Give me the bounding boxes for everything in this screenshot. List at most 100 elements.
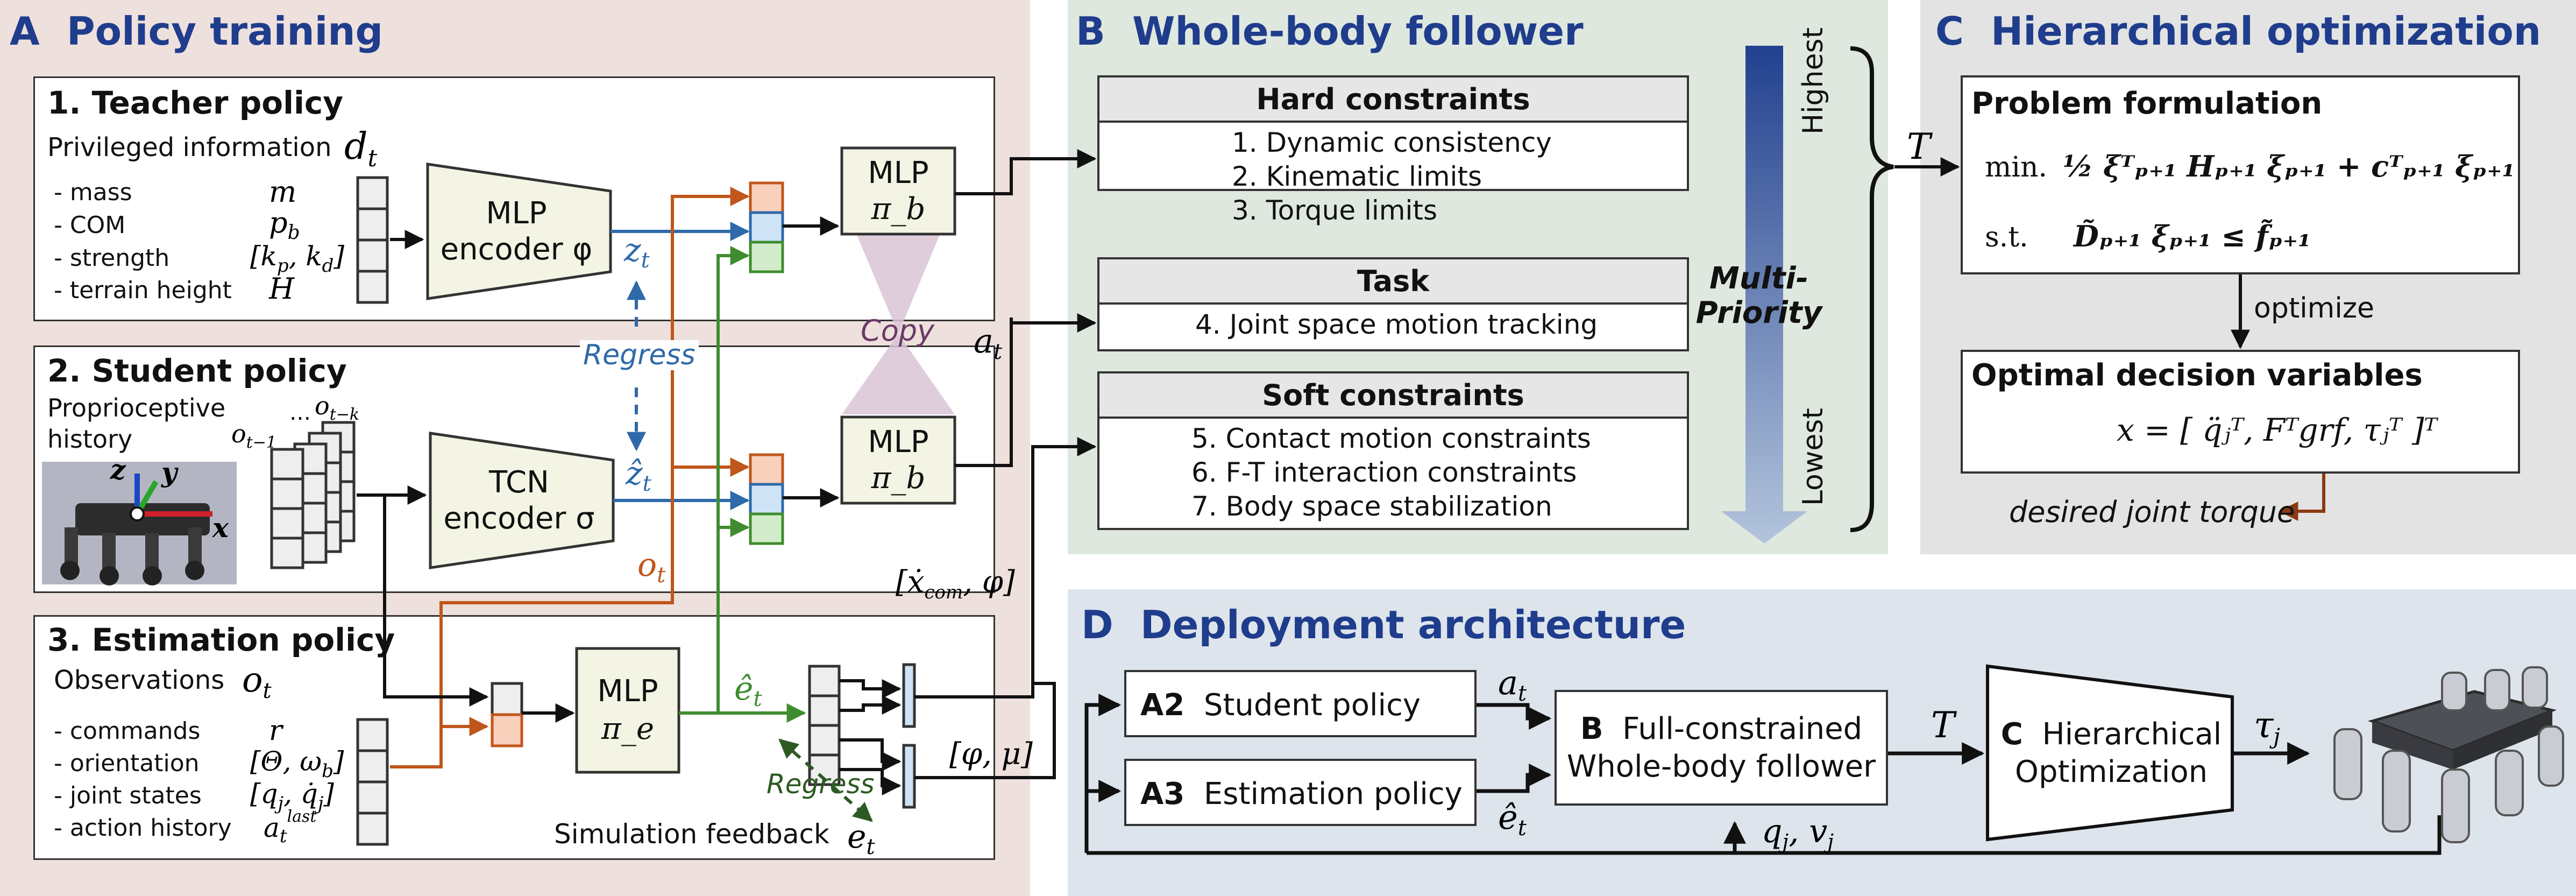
- privileged-info-vector: [356, 176, 389, 304]
- section-d-title: D Deployment architecture: [1081, 602, 1686, 647]
- optimize-label: optimize: [2254, 292, 2375, 324]
- d-feedback: qj, vj: [1762, 813, 1834, 853]
- hard-item-2: 2. Kinematic limits: [1232, 161, 1482, 192]
- latent-zhat: ẑt: [625, 455, 652, 496]
- phi-mu: [φ, μ]: [949, 737, 1033, 772]
- split-bar-top: [902, 663, 916, 728]
- history-line1: Proprioceptive: [47, 393, 226, 422]
- soft-item-6: 6. F-T interaction constraints: [1191, 457, 1577, 488]
- problem-formulation-box: [1961, 75, 2520, 274]
- soft-constraints-title: Soft constraints: [1099, 373, 1687, 419]
- lowest-label: Lowest: [1797, 408, 1829, 506]
- est-item-action-history: - action history: [54, 814, 232, 842]
- est-item-joint-states: - joint states: [54, 782, 202, 809]
- student-title: 2. Student policy: [47, 352, 347, 389]
- d-follower-label: B Full-constrained Whole-body follower: [1566, 711, 1876, 784]
- priority-brace: [1850, 46, 1894, 532]
- feedback-e: et: [847, 818, 876, 859]
- section-b-title: B Whole-body follower: [1076, 9, 1584, 54]
- d-ehat: êt: [1498, 798, 1527, 841]
- objective-expr: ½ ξᵀₚ₊₁ Hₚ₊₁ ξₚ₊₁ + cᵀₚ₊₁ ξₚ₊₁: [2063, 149, 2515, 184]
- teacher-title: 1. Teacher policy: [47, 84, 344, 121]
- com-vec: [ẋcom, φ]: [896, 565, 1015, 603]
- estimation-title: 3. Estimation policy: [47, 622, 395, 658]
- d-at: at: [1498, 663, 1527, 706]
- sym-action-history: atlast: [264, 807, 317, 847]
- min-label: min.: [1985, 151, 2047, 184]
- hierarchical-optimization-shape: [1986, 664, 2234, 842]
- svg-text:⋯: ⋯: [289, 406, 311, 431]
- sym-strength: [kp, kd]: [250, 241, 344, 277]
- priority-arrow: [1721, 46, 1807, 544]
- student-concat-stack: [749, 453, 784, 545]
- d-T: T: [1931, 704, 1957, 746]
- constraint-expr: D̃ₚ₊₁ ξₚ₊₁ ≤ f̃ₚ₊₁: [2074, 219, 2311, 253]
- teacher-mlp-box: [840, 146, 956, 236]
- teacher-item-terrain: - terrain height: [54, 277, 232, 304]
- regress-label-green: Regress: [767, 768, 875, 800]
- d-optimization-label: C Hierarchical Optimization: [2000, 717, 2222, 789]
- teacher-item-mass: - mass: [54, 179, 132, 206]
- sym-com: pb: [269, 206, 300, 244]
- sym-terrain: H: [268, 272, 295, 306]
- optimal-title: Optimal decision variables: [1971, 358, 2423, 393]
- obs-ot-orange: ot: [637, 546, 666, 588]
- sym-mass: m: [269, 175, 296, 209]
- hard-item-3: 3. Torque limits: [1232, 195, 1438, 226]
- soft-item-5: 5. Contact motion constraints: [1191, 423, 1591, 454]
- sym-joint-states: [qj, q̇j]: [250, 778, 334, 814]
- T-symbol: T: [1907, 126, 1933, 167]
- regress-label-blue: Regress: [580, 340, 699, 370]
- axis-z: z: [110, 454, 126, 485]
- est-item-orientation: - orientation: [54, 750, 200, 777]
- soft-item-7: 7. Body space stabilization: [1191, 491, 1552, 522]
- d-student-label: A2 Student policy: [1140, 688, 1421, 723]
- split-bar-bottom: [902, 744, 916, 809]
- torque-note: desired joint torque: [2009, 495, 2295, 529]
- obs-est-symbol: ot: [242, 660, 272, 703]
- robot-thumbnail: [42, 462, 237, 585]
- problem-title: Problem formulation: [1971, 86, 2323, 121]
- hexapod-robot-image: [2333, 666, 2564, 843]
- d-follower-box[interactable]: [1555, 690, 1888, 806]
- estimation-input-concat: [491, 682, 523, 747]
- axis-y: y: [161, 456, 179, 488]
- obs-t-1: ot−1: [231, 419, 276, 452]
- estimation-output-vector: [808, 665, 841, 786]
- sym-commands: r: [269, 715, 284, 747]
- multi-priority-label: Multi-Priority: [1695, 260, 1822, 330]
- st-label: s.t.: [1985, 221, 2028, 253]
- observations-label: Observations: [54, 665, 225, 695]
- task-title: Task: [1099, 259, 1687, 305]
- mlp-encoder-shape: [426, 163, 612, 300]
- copy-hourglass: [842, 199, 955, 414]
- teacher-concat-stack: [749, 181, 784, 273]
- section-a-title: A Policy training: [10, 9, 384, 54]
- priv-symbol: dt: [344, 125, 378, 172]
- history-line2: history: [47, 425, 133, 454]
- priv-label: Privileged information: [47, 132, 332, 163]
- obs-t-k: ot−k: [315, 391, 359, 424]
- feedback-label: Simulation feedback: [554, 819, 829, 850]
- d-estimation-label: A3 Estimation policy: [1140, 777, 1463, 812]
- student-mlp-box: [840, 415, 956, 505]
- optimal-variables-box: [1961, 350, 2520, 474]
- d-student-box[interactable]: [1124, 670, 1477, 737]
- est-item-commands: - commands: [54, 717, 201, 745]
- axis-x: x: [212, 512, 229, 544]
- tcn-encoder-shape: [429, 432, 615, 569]
- section-c-title: C Hierarchical optimization: [1935, 9, 2542, 54]
- estimation-mlp-box: [575, 647, 680, 774]
- hard-item-1: 1. Dynamic consistency: [1232, 127, 1552, 158]
- x-expr: x = [ q̈ⱼᵀ, Fᵀgrf, τⱼᵀ ]ᵀ: [2117, 412, 2437, 448]
- teacher-item-com: - COM: [54, 211, 126, 239]
- d-estimation-box[interactable]: [1124, 759, 1477, 826]
- sym-orientation: [Θ, ωb]: [250, 746, 344, 782]
- teacher-item-strength: - strength: [54, 244, 170, 272]
